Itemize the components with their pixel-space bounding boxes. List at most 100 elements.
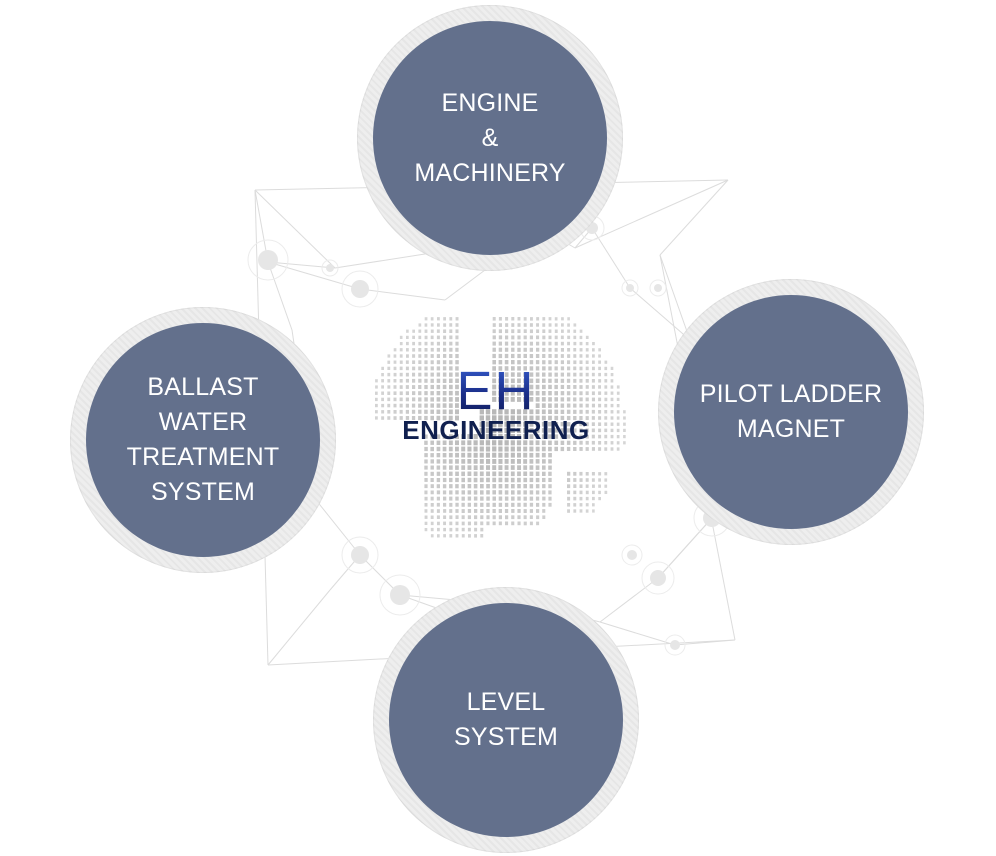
network-line (591, 227, 631, 289)
globe-dot (573, 447, 577, 451)
globe-dot (449, 329, 453, 333)
globe-dot (473, 502, 478, 507)
globe-dot (480, 484, 484, 489)
globe-dot (405, 360, 409, 364)
globe-dot (412, 391, 416, 396)
globe-dot (511, 521, 515, 526)
globe-dot (548, 484, 552, 489)
globe-dot (623, 428, 626, 432)
globe-dot (467, 521, 471, 526)
globe-dot (411, 416, 416, 420)
globe-dot (516, 434, 522, 440)
globe-dot (418, 329, 422, 333)
globe-dot (492, 409, 497, 415)
globe-dot (585, 428, 589, 433)
globe-dot (616, 422, 620, 426)
globe-dot (604, 391, 608, 395)
globe-dot (579, 366, 583, 371)
globe-dot (542, 465, 546, 470)
globe-dot (375, 379, 378, 383)
network-node (351, 280, 369, 298)
globe-dot (387, 416, 391, 420)
globe-dot (541, 434, 546, 439)
globe-dot (436, 409, 441, 414)
globe-dot (529, 366, 534, 371)
globe-dot (548, 341, 552, 346)
globe-dot (448, 415, 453, 421)
globe-dot (491, 421, 497, 427)
globe-dot (573, 478, 577, 482)
globe-dot (455, 403, 459, 408)
globe-dot (542, 502, 546, 507)
globe-dot (579, 335, 583, 340)
globe-dot (542, 484, 546, 489)
globe-dot (585, 366, 589, 371)
globe-dot (598, 385, 601, 389)
globe-dot (436, 347, 440, 352)
globe-dot (486, 465, 490, 470)
globe-dot (592, 354, 595, 358)
globe-dot (579, 484, 583, 488)
globe-dots (375, 317, 626, 538)
globe-dot (567, 335, 571, 340)
globe-dot (511, 317, 515, 321)
globe-dot (616, 404, 620, 408)
globe-dot (498, 521, 502, 526)
globe-dot (430, 409, 434, 414)
globe-dot (604, 441, 608, 445)
globe-dot (424, 323, 428, 327)
globe-dot (455, 372, 459, 377)
network-node-halo (621, 544, 643, 566)
globe-dot (436, 415, 441, 421)
globe-dot (498, 396, 503, 402)
globe-dot (498, 335, 503, 340)
globe-dot (474, 534, 477, 538)
globe-dot (504, 347, 509, 352)
globe-dot (424, 391, 428, 396)
globe-dot (541, 403, 546, 408)
globe-dot (610, 397, 614, 402)
globe-dot (604, 447, 608, 451)
globe-dot (455, 317, 459, 321)
globe-dot (598, 348, 601, 352)
globe-dot (393, 360, 397, 364)
globe-dot (461, 465, 466, 470)
globe-dot (498, 452, 503, 458)
globe-dot (560, 422, 565, 427)
globe-dot (591, 416, 595, 420)
globe-dot (523, 471, 528, 476)
globe-dot (523, 490, 527, 495)
globe-dot (510, 421, 515, 427)
globe-dot (455, 378, 459, 383)
globe-dot (548, 366, 552, 371)
globe-dot (424, 409, 428, 414)
network-line (657, 517, 713, 579)
globe-dot (436, 397, 441, 402)
globe-dot (548, 403, 552, 408)
globe-dot (548, 453, 552, 458)
globe-dot (554, 360, 558, 365)
globe-dot (443, 496, 447, 501)
globe-dot (504, 390, 509, 396)
globe-dot (393, 354, 397, 358)
globe-dot (573, 490, 577, 495)
network-line (359, 288, 446, 301)
globe-dot (436, 384, 441, 390)
globe-dot (436, 453, 441, 458)
globe-dot (541, 409, 546, 415)
globe-dot (523, 390, 528, 396)
globe-dot (498, 347, 503, 352)
globe-dot (461, 440, 466, 446)
globe-dot (535, 384, 540, 390)
globe-dot (437, 527, 440, 532)
globe-dot (492, 521, 496, 526)
globe-dot (418, 366, 422, 371)
globe-dot (443, 341, 447, 346)
globe-dot (560, 403, 565, 408)
globe-dot (579, 496, 583, 501)
globe-dot (449, 378, 453, 383)
globe-dot (535, 397, 540, 402)
globe-dot (505, 515, 509, 520)
globe-dot (573, 434, 577, 439)
globe-dot (542, 496, 546, 501)
